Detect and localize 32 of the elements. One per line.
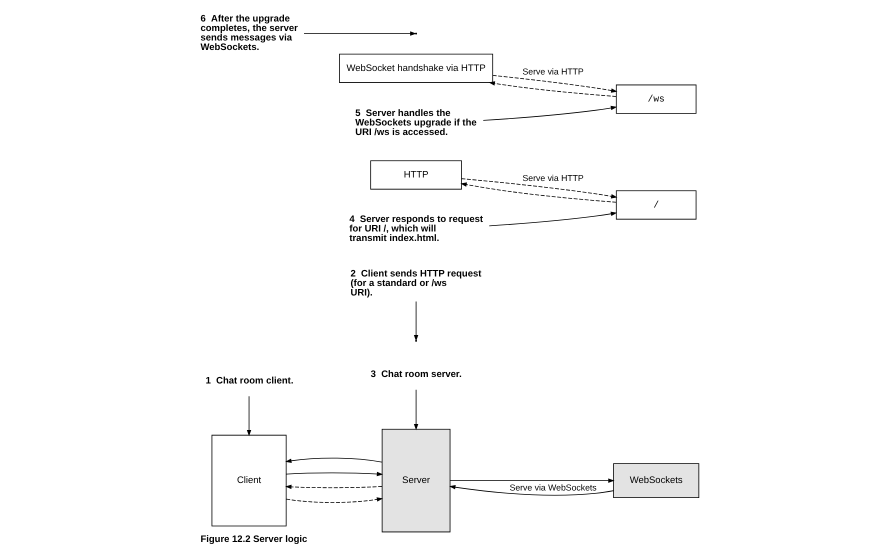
- arrow: [488, 81, 616, 97]
- arrow: [460, 182, 616, 203]
- node-box: Client: [211, 434, 286, 526]
- edge-label: Serve via HTTP: [522, 173, 584, 184]
- node-box: WebSocket handshake via HTTP: [338, 54, 493, 83]
- arrow: [492, 75, 617, 93]
- arrow: [460, 178, 617, 198]
- edge-label: Serve via WebSockets: [509, 482, 596, 493]
- node-box: Server: [381, 428, 450, 532]
- node-box: /: [615, 190, 696, 220]
- node-text: 3 Chat room server.: [370, 369, 462, 380]
- arrow: [488, 212, 617, 226]
- arrow: [285, 497, 383, 503]
- arrow: [285, 472, 383, 476]
- node-text: 5 Server handles the WebSockets upgrade if the URI /ws is accessed.: [354, 108, 476, 138]
- node-text: 4 Server responds to request for URI /, which will transmit index.html.: [348, 214, 483, 244]
- arrow: [413, 389, 418, 430]
- arrow: [482, 106, 617, 121]
- arrow: [448, 485, 614, 496]
- arrow: [284, 458, 382, 463]
- node-text: 2 Client sends HTTP request (for a standard or /ws URI).: [350, 268, 481, 298]
- node-box: HTTP: [370, 160, 462, 190]
- node-box: /ws: [615, 84, 696, 114]
- edge-label: Serve via HTTP: [522, 66, 584, 76]
- arrow: [284, 484, 382, 490]
- node-text: 6 After the upgrade completes, the server sends messages via WebSockets.: [200, 13, 298, 53]
- caption: Figure 12.2 Server logic: [200, 534, 307, 545]
- node-text: 1 Chat room client.: [205, 376, 293, 387]
- arrow: [449, 478, 614, 483]
- arrow: [303, 31, 416, 36]
- arrow: [246, 396, 251, 436]
- node-box: WebSockets: [612, 463, 699, 498]
